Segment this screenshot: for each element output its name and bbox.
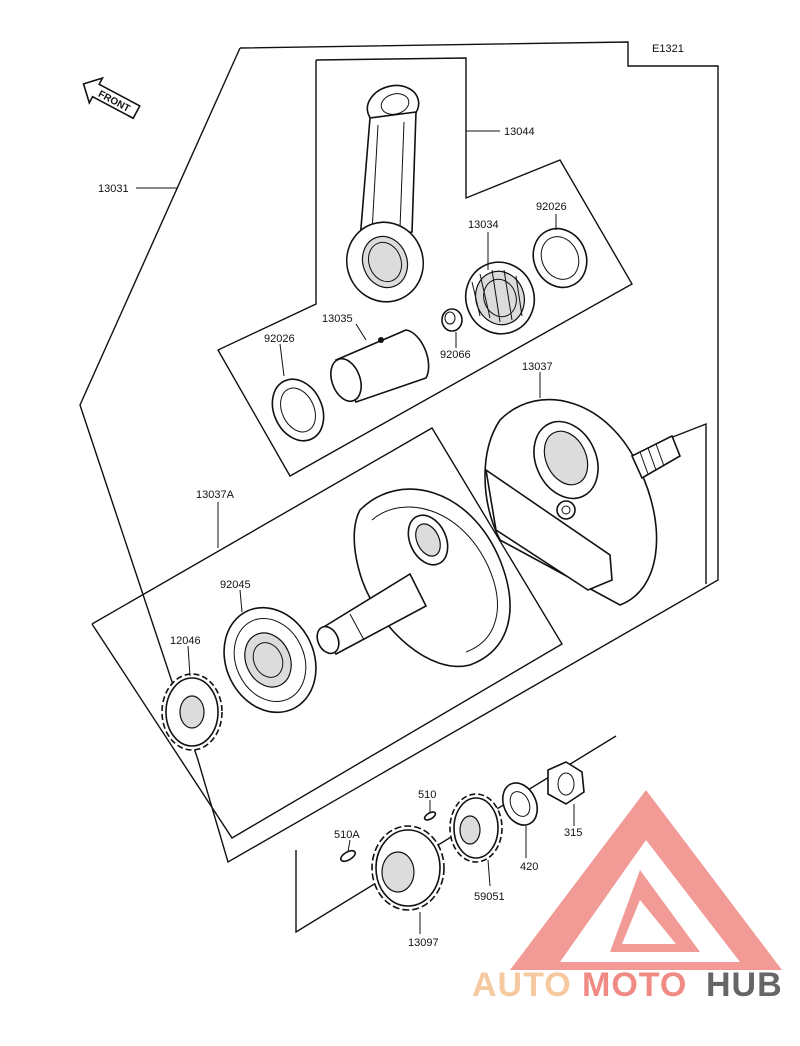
nut-315 xyxy=(547,761,585,805)
gear-12046 xyxy=(161,673,223,751)
label-13037: 13037 xyxy=(522,361,553,373)
thrust-washer-92026-upper xyxy=(532,227,588,289)
watermark-hub: HUB xyxy=(706,966,783,1004)
label-510A: 510A xyxy=(334,829,360,841)
label-13034: 13034 xyxy=(468,219,499,231)
label-420: 420 xyxy=(520,861,538,873)
label-13035: 13035 xyxy=(322,313,353,325)
label-510: 510 xyxy=(418,789,436,801)
assembly-boundary-13031 xyxy=(79,41,719,864)
needle-bearing-13034 xyxy=(464,261,536,335)
ball-bearing-92045 xyxy=(223,606,317,714)
crank-half-right-13037 xyxy=(484,398,681,606)
thrust-washer-92026-lower xyxy=(271,378,325,442)
group-boundary-13037 xyxy=(664,422,707,584)
label-13097: 13097 xyxy=(408,937,439,949)
watermark-moto: MOTO xyxy=(582,966,687,1004)
washer-420 xyxy=(501,782,539,826)
watermark-auto: AUTO xyxy=(472,966,572,1004)
crank-pin-13035 xyxy=(330,329,430,403)
key-510 xyxy=(423,811,437,821)
group-boundary-13037A xyxy=(91,427,563,839)
connecting-rod xyxy=(345,84,425,303)
label-315: 315 xyxy=(564,827,582,839)
plug-92066 xyxy=(441,308,463,332)
label-13037A: 13037A xyxy=(196,489,235,501)
label-12046: 12046 xyxy=(170,635,201,647)
front-arrow-icon: FRONT xyxy=(82,76,141,120)
label-92066: 92066 xyxy=(440,349,471,361)
label-92026-lower: 92026 xyxy=(264,333,295,345)
label-13031: 13031 xyxy=(98,183,129,195)
crank-half-left-13037A xyxy=(316,488,511,668)
group-boundary-13044 xyxy=(217,57,633,477)
label-13044: 13044 xyxy=(504,126,535,138)
label-92026-upper: 92026 xyxy=(536,201,567,213)
gear-59051 xyxy=(449,793,503,863)
watermark-logo xyxy=(510,790,782,970)
gear-13097 xyxy=(371,825,445,911)
label-92045: 92045 xyxy=(220,579,251,591)
label-59051: 59051 xyxy=(474,891,505,903)
diagram-code: E1321 xyxy=(652,43,684,55)
watermark-text: AUTO MOTO HUB xyxy=(472,966,783,1004)
key-510A xyxy=(339,849,357,863)
